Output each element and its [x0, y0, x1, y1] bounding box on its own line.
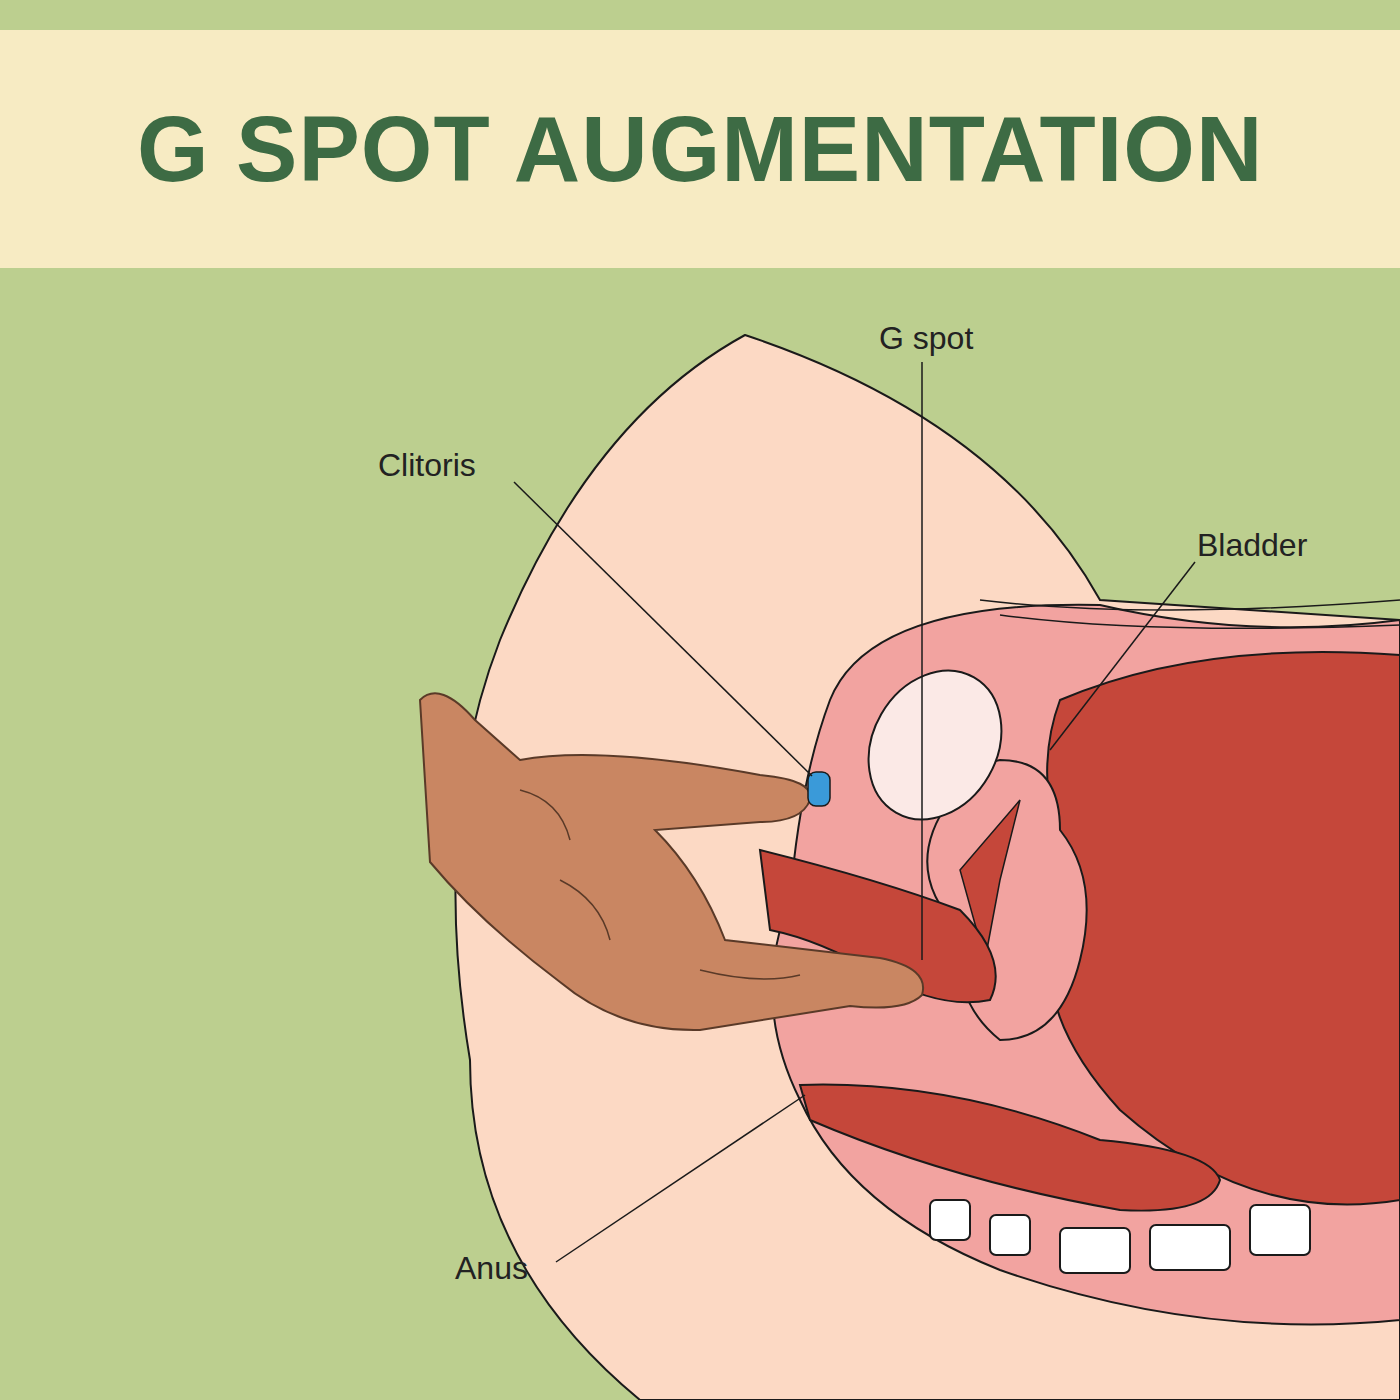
rectum-band	[800, 1085, 1220, 1211]
pubic-bone	[842, 646, 1027, 843]
finger-crease	[520, 790, 800, 979]
part-label: G spot	[879, 320, 973, 357]
bladder-shape	[1047, 652, 1400, 1204]
spine-bones	[930, 1200, 1310, 1273]
leader-line	[556, 1095, 805, 1262]
leader-line	[1050, 562, 1195, 750]
leader-line	[921, 362, 923, 960]
part-label: Bladder	[1197, 527, 1307, 564]
vertebra	[1060, 1228, 1130, 1273]
part-label: Clitoris	[378, 447, 476, 484]
leader-line	[514, 482, 812, 776]
tissue-line	[980, 600, 1400, 610]
title-text: G SPOT AUGMENTATION	[137, 97, 1263, 202]
vertebra	[990, 1215, 1030, 1255]
part-label: Anus	[455, 1250, 528, 1287]
vertebra	[1150, 1225, 1230, 1270]
vertebra	[930, 1200, 970, 1240]
hand	[420, 693, 923, 1030]
tissue-line	[1000, 615, 1400, 628]
clitoris-mark	[808, 772, 830, 806]
vertebra	[1250, 1205, 1310, 1255]
leader-lines	[514, 362, 1195, 1262]
